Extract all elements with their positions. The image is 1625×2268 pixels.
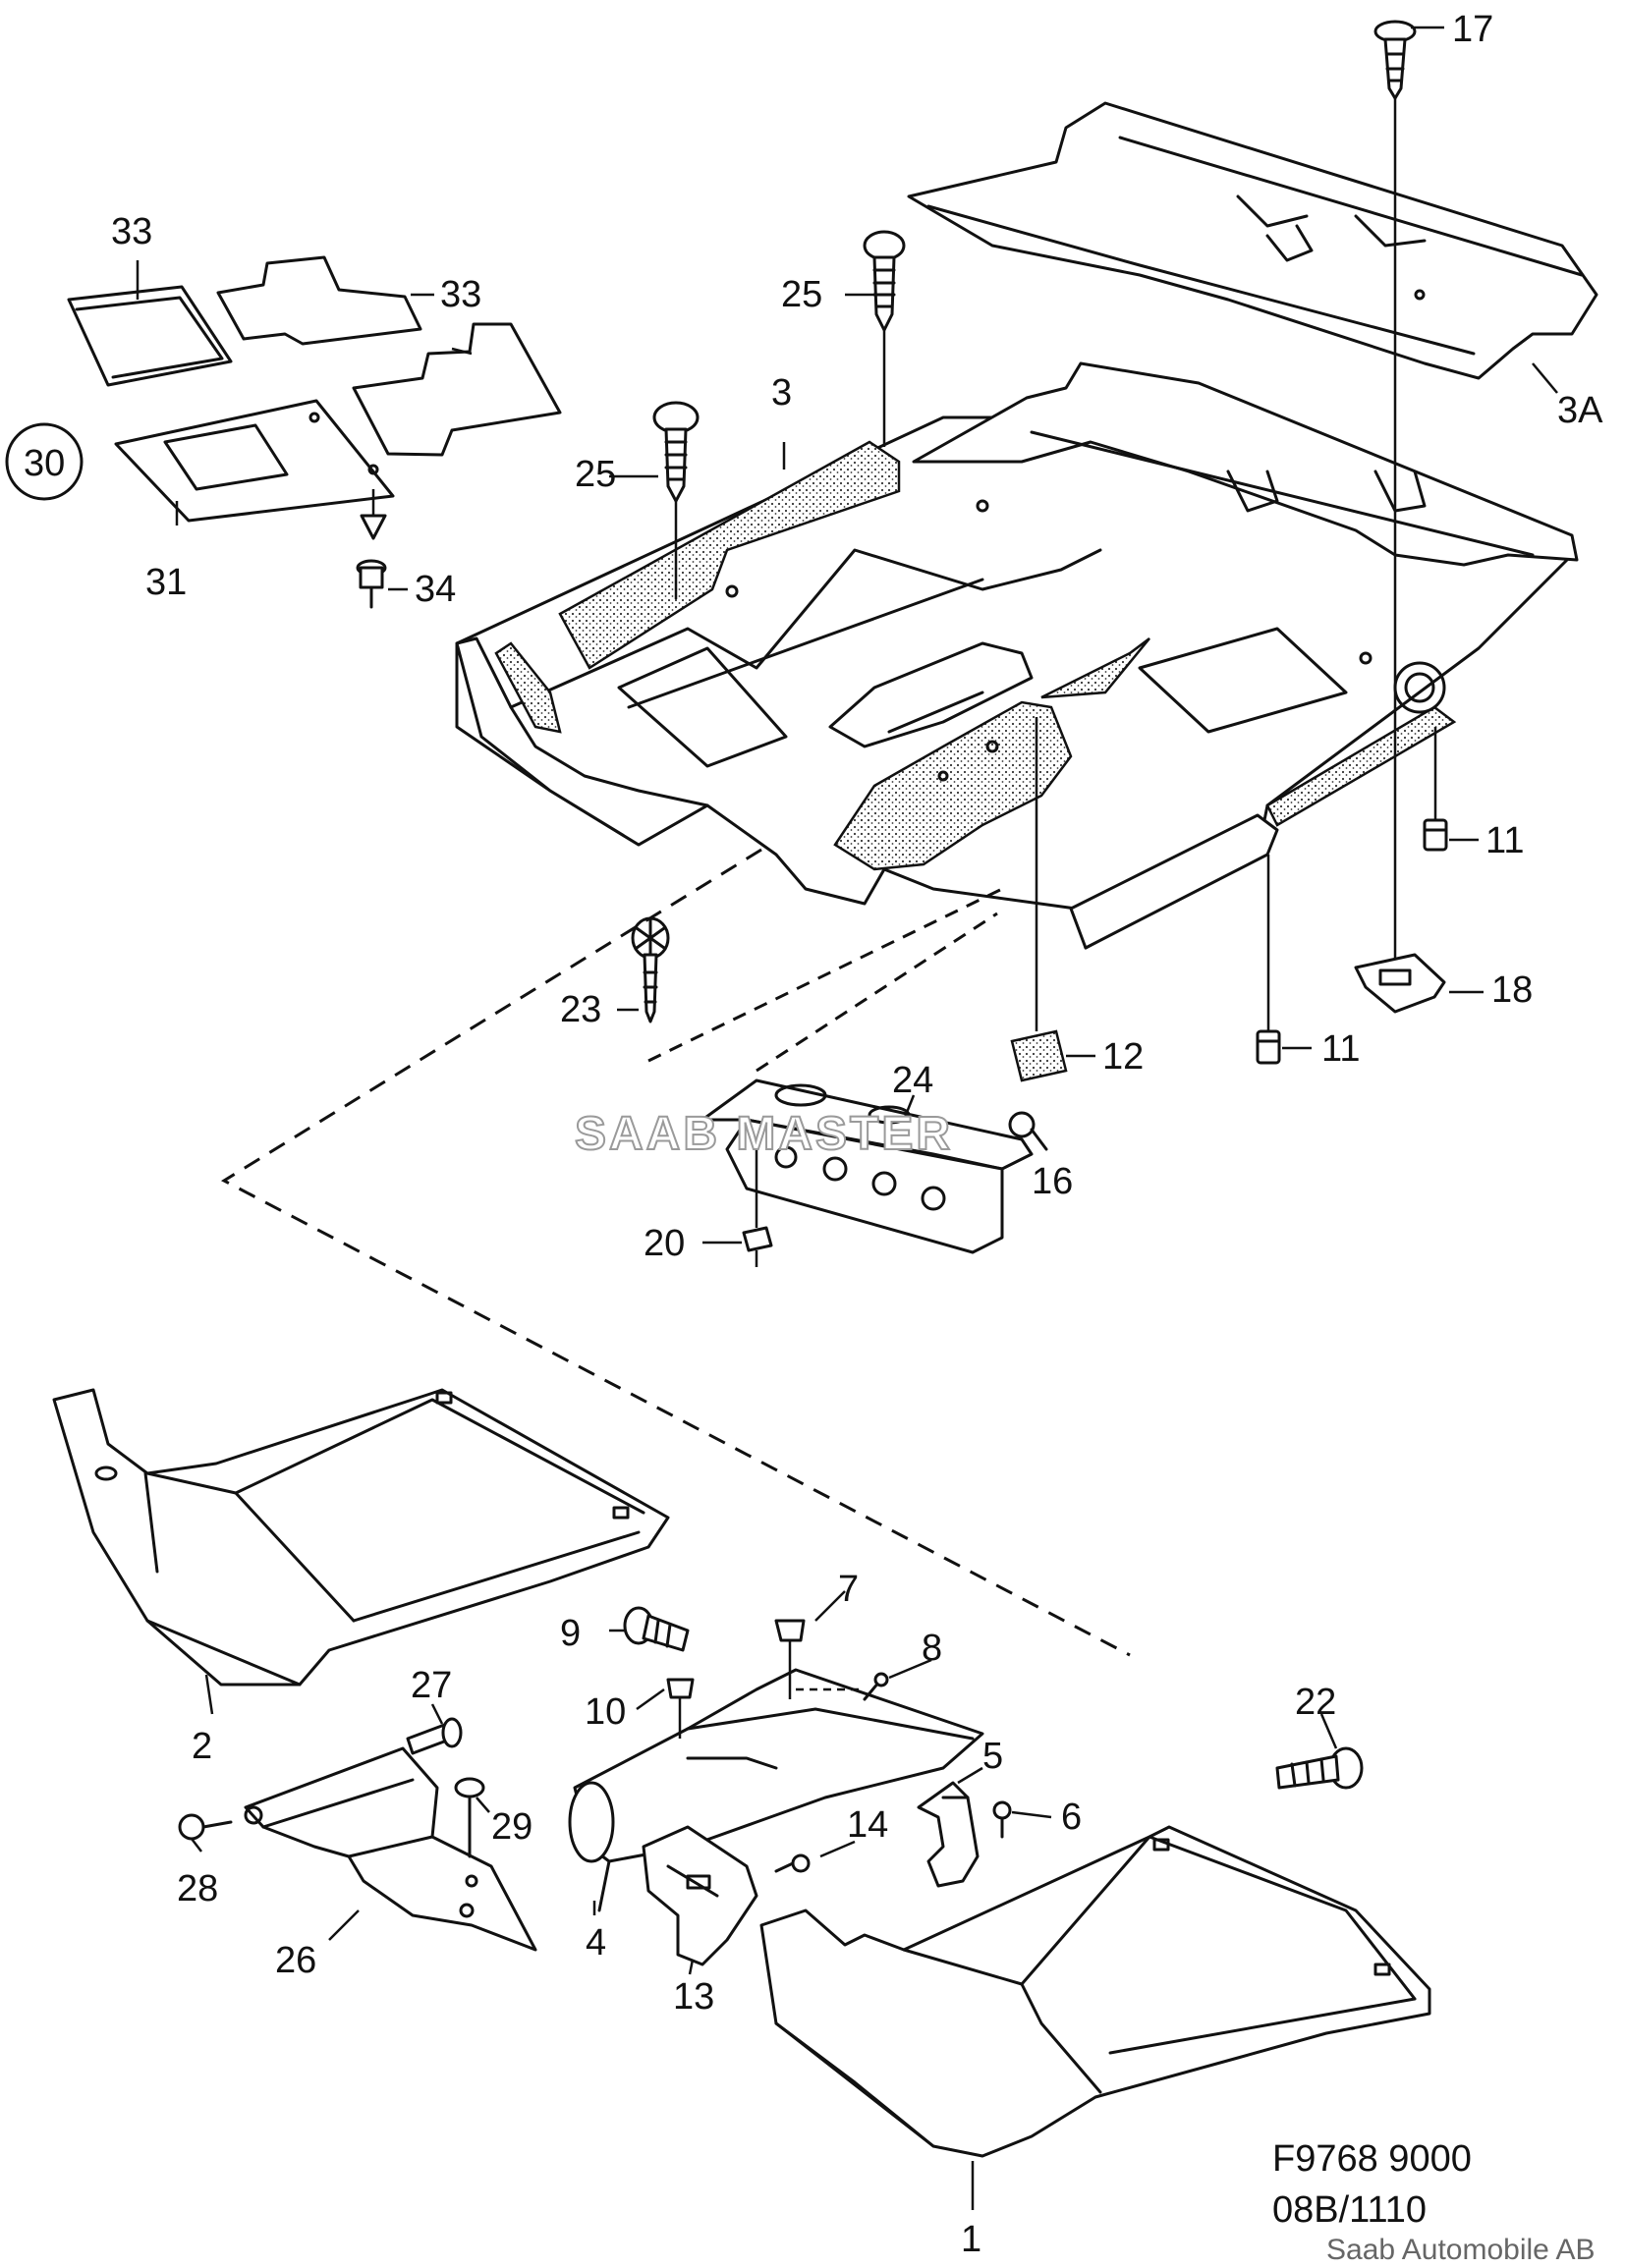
- mat-front-right: [352, 322, 562, 457]
- callout-25-left: 25: [575, 454, 616, 495]
- mat-fastener: [356, 489, 387, 609]
- footwell-liner-right: [759, 1825, 1431, 2158]
- callout-1: 1: [961, 2219, 981, 2260]
- callout-20: 20: [644, 1223, 685, 1264]
- strap-5: [917, 1781, 980, 1888]
- foam-tunnel: [833, 700, 1073, 871]
- clip-20: [742, 1139, 773, 1267]
- mat-rear-right: [216, 255, 422, 346]
- callout-9: 9: [560, 1613, 581, 1654]
- callout-23: 23: [560, 989, 601, 1030]
- drawing-reference-line1: F9768 9000: [1272, 2138, 1472, 2180]
- drawing-reference-line2: 08B/1110: [1272, 2189, 1427, 2231]
- clip-11-upper: [1423, 727, 1448, 852]
- callout-33-left: 33: [111, 211, 152, 252]
- callout-10: 10: [585, 1691, 626, 1733]
- callout-30-circle: 30: [5, 422, 84, 501]
- mat-front-left: [114, 399, 395, 523]
- dashed-leaders: [220, 848, 1131, 1657]
- pin-6: [992, 1800, 1012, 1839]
- callout-18: 18: [1491, 969, 1533, 1011]
- foam-sill-left: [558, 440, 901, 670]
- bracket-26: [244, 1746, 537, 1952]
- bracket-24: [700, 1079, 1034, 1254]
- screw-16: [1008, 1111, 1048, 1151]
- push-rivet-upper: [863, 230, 906, 447]
- floor-mats-set: [67, 255, 562, 523]
- callout-3: 3: [771, 372, 792, 414]
- footwell-liner-left: [52, 1388, 670, 1687]
- callout-5: 5: [982, 1736, 1003, 1777]
- foam-block-12: [1010, 717, 1068, 1082]
- push-rivet-left: [652, 401, 700, 599]
- callout-16: 16: [1032, 1161, 1073, 1202]
- callout-12: 12: [1102, 1036, 1144, 1078]
- floor-carpet: [455, 361, 1579, 950]
- pin-9: [623, 1606, 690, 1652]
- screw-14: [774, 1853, 811, 1873]
- callout-29: 29: [491, 1806, 532, 1848]
- callout-7: 7: [838, 1569, 859, 1610]
- copyright-notice: Saab Automobile AB: [1326, 2234, 1596, 2266]
- screw-8: [796, 1672, 889, 1701]
- fastener-23: [631, 916, 670, 1023]
- tunnel-trim: [568, 1668, 984, 1912]
- callout-25-upper: 25: [781, 274, 822, 315]
- callout-26: 26: [275, 1940, 316, 1981]
- clip-7: [774, 1619, 806, 1699]
- callout-6: 6: [1061, 1797, 1082, 1838]
- callout-34: 34: [415, 569, 456, 610]
- callout-14: 14: [847, 1804, 888, 1846]
- clip-18: [1354, 953, 1446, 1014]
- callout-22: 22: [1295, 1682, 1336, 1723]
- callout-17: 17: [1452, 9, 1493, 50]
- screw-29: [454, 1777, 485, 1858]
- clip-10: [666, 1678, 695, 1739]
- callout-8: 8: [922, 1628, 942, 1669]
- callout-28: 28: [177, 1868, 218, 1909]
- bracket-13: [642, 1825, 758, 1966]
- screw-27: [406, 1717, 463, 1755]
- callout-27: 27: [411, 1665, 452, 1706]
- mat-heel-pad: [163, 423, 289, 491]
- callout-30: 30: [24, 443, 65, 484]
- callout-11-lower: 11: [1321, 1028, 1360, 1070]
- screw-28: [178, 1813, 233, 1841]
- watermark: SAAB MASTER: [575, 1108, 953, 1160]
- label-leaders: [136, 26, 1558, 2210]
- callout-13: 13: [673, 1976, 714, 2018]
- callout-24: 24: [892, 1060, 933, 1101]
- pin-22: [1275, 1746, 1364, 1790]
- callout-33-right: 33: [440, 274, 481, 315]
- callout-4: 4: [586, 1922, 606, 1964]
- callout-3a: 3A: [1557, 390, 1603, 431]
- fastener-17: [1373, 20, 1417, 972]
- clip-11-lower: [1256, 855, 1281, 1065]
- callout-11-upper: 11: [1485, 820, 1524, 861]
- luggage-carpet: [907, 101, 1598, 380]
- callout-2: 2: [192, 1726, 212, 1767]
- callout-31: 31: [145, 562, 187, 603]
